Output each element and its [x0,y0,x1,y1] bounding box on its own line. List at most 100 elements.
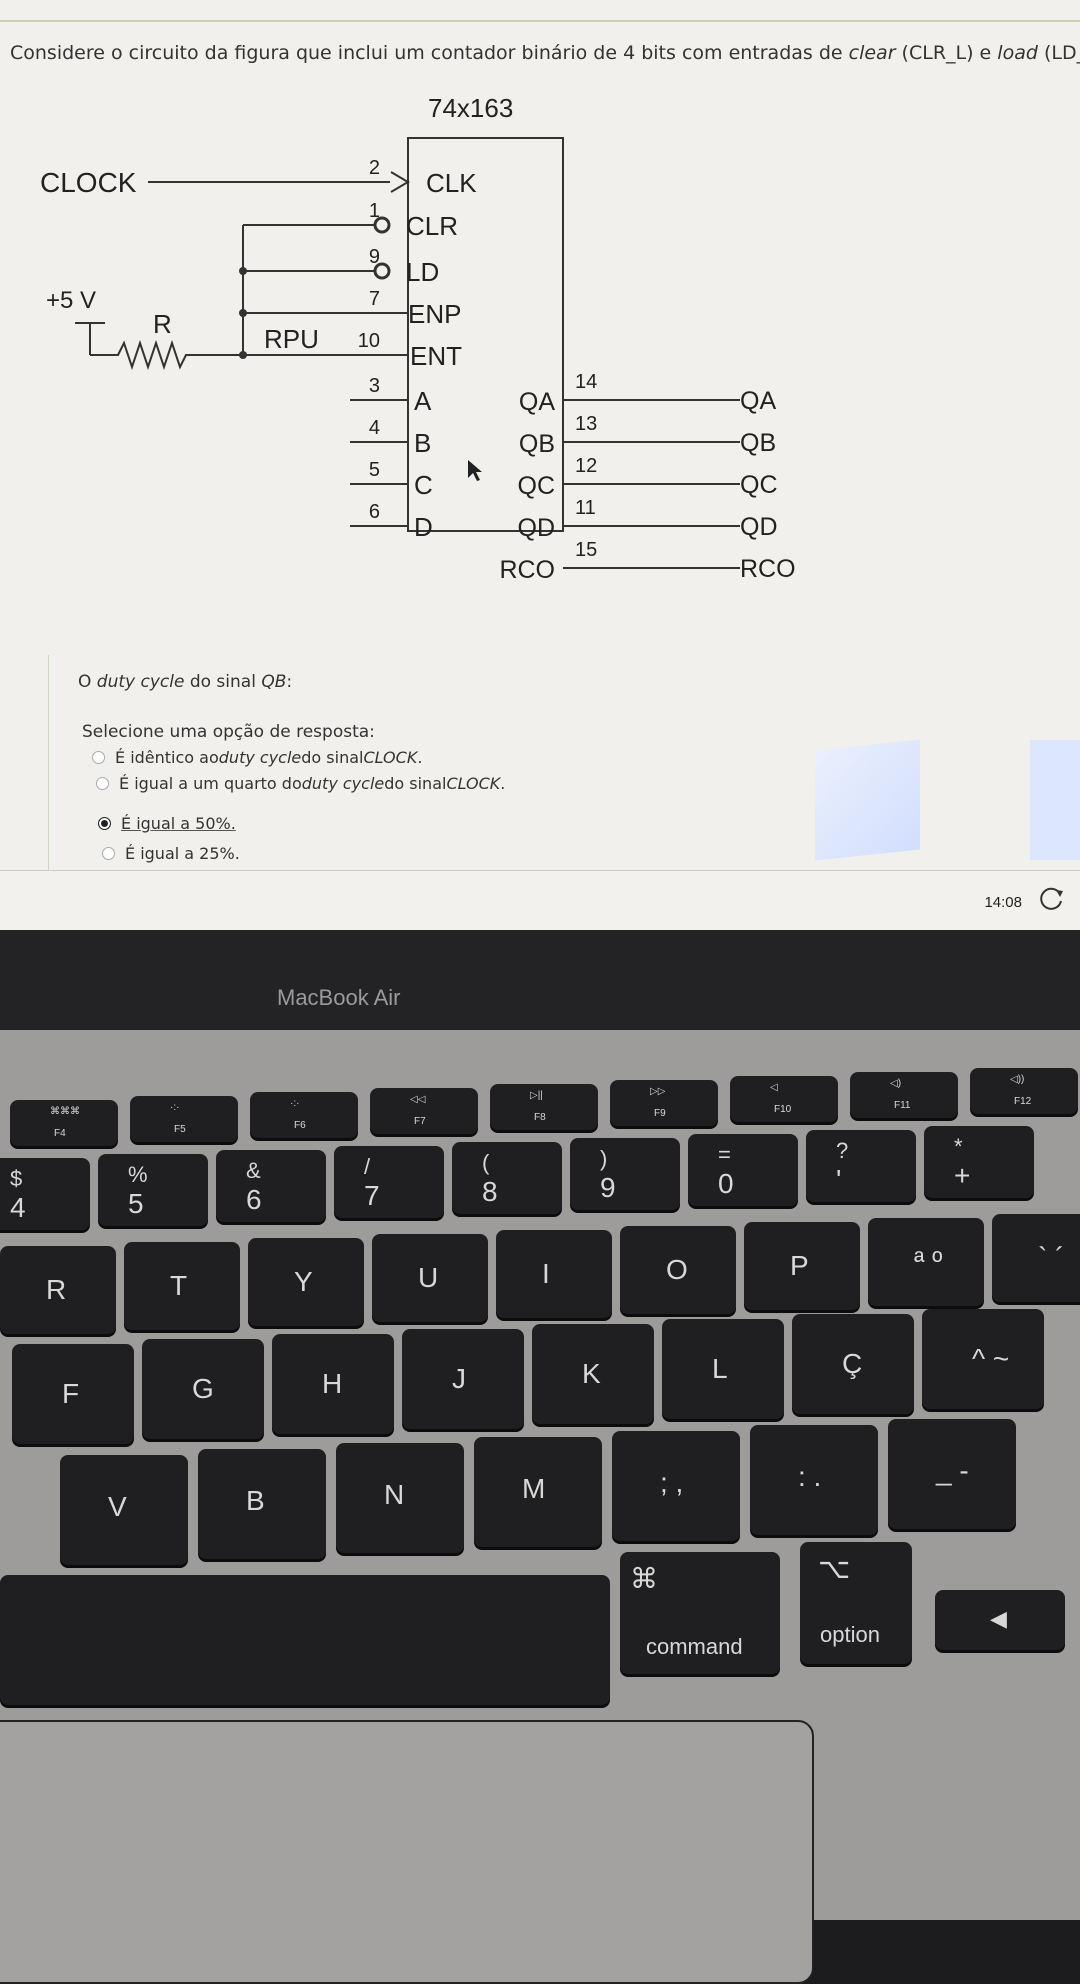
number-key-4[interactable]: (8 [452,1142,562,1214]
pin-name-qc: QC [518,472,556,500]
number-key-2[interactable]: &6 [216,1150,326,1222]
resistor [90,339,255,371]
pin-number: 10 [358,330,380,352]
clk-triangle [390,171,410,193]
key-label: _ - [936,1455,969,1486]
letter-key-a-6[interactable]: Ç [792,1314,914,1414]
key-label: F10 [774,1104,792,1115]
key-label: B [246,1485,265,1516]
letter-key-a-2[interactable]: H [272,1334,394,1434]
number-key-8[interactable]: *+ [924,1126,1034,1198]
space-bar[interactable] [0,1575,610,1705]
pin-name-qd: QD [518,514,556,542]
letter-key-a-1[interactable]: G [142,1339,264,1439]
letter-key-a-5[interactable]: L [662,1319,784,1419]
function-key-f12[interactable]: ◁)) F12 [970,1068,1078,1114]
letter-key-a-4[interactable]: K [532,1324,654,1424]
pin-number: 6 [369,501,380,523]
question-text: Considere o circuito da figura que inclu… [10,42,1080,64]
radio-button[interactable] [96,777,109,790]
letter-key-z-1[interactable]: B [198,1449,326,1559]
letter-key-a-0[interactable]: F [12,1344,134,1444]
pin-name-c: C [414,470,433,500]
function-key-f6[interactable]: ·:·F6 [250,1092,358,1138]
arrow-left-key[interactable]: ◀ [935,1590,1065,1650]
key-label: 6 [246,1184,262,1215]
pin-name-qa: QA [519,388,555,416]
key-label: O [666,1254,688,1285]
key-label: Y [294,1266,313,1297]
number-key-7[interactable]: ?' [806,1130,916,1202]
function-key-f11[interactable]: ◁)F11 [850,1072,958,1118]
number-key-6[interactable]: =0 [688,1134,798,1206]
status-bar [0,870,1080,930]
function-key-f7[interactable]: ◁◁F7 [370,1088,478,1134]
function-key-f8[interactable]: ▷||F8 [490,1084,598,1130]
letter-key-4[interactable]: I [496,1230,612,1318]
trackpad[interactable] [0,1720,814,1984]
letter-key-8[interactable]: ` ´ [992,1214,1080,1302]
letter-key-a-3[interactable]: J [402,1329,524,1429]
key-label: + [954,1160,971,1191]
key-label: F12 [1014,1096,1032,1107]
pin-name-rco: RCO [499,556,555,584]
letter-key-3[interactable]: U [372,1234,488,1322]
letter-key-6[interactable]: P [744,1222,860,1310]
key-label: Ç [842,1348,863,1379]
pin-number: 3 [369,375,380,397]
answer-option-2[interactable]: É igual a um quarto do duty cycle do sin… [96,774,505,793]
key-label: F [62,1378,80,1409]
key-label: : . [798,1461,822,1492]
letter-key-7[interactable]: ª º [868,1218,984,1306]
pin-number: 7 [369,288,380,310]
number-key-1[interactable]: %5 [98,1154,208,1226]
letter-key-z-3[interactable]: M [474,1437,602,1547]
letter-key-z-6[interactable]: _ - [888,1419,1016,1529]
key-label: / [364,1154,371,1179]
letter-key-2[interactable]: Y [248,1238,364,1326]
screen-glare [815,739,920,861]
laptop-model-label: MacBook Air [277,985,401,1010]
key-label: F5 [174,1124,186,1135]
command-key[interactable]: ⌘command [620,1552,780,1674]
answer-option-4[interactable]: É igual a 25%. [102,844,240,863]
number-key-5[interactable]: )9 [570,1138,680,1210]
key-label: F4 [54,1128,66,1139]
function-key-f9[interactable]: ▷▷F9 [610,1080,718,1126]
media-icon: ◁◁ [410,1094,426,1105]
letter-key-z-0[interactable]: V [60,1455,188,1565]
letter-key-z-4[interactable]: ; , [612,1431,740,1541]
letter-key-0[interactable]: R [0,1246,116,1334]
key-label: * [954,1134,963,1159]
supply-label: +5 V [46,287,96,314]
number-key-3[interactable]: /7 [334,1146,444,1218]
letter-key-5[interactable]: O [620,1226,736,1314]
answer-option-1[interactable]: É idêntico ao duty cycle do sinal CLOCK. [92,748,422,767]
key-label: ( [482,1150,490,1175]
key-label: U [418,1262,439,1293]
key-label: 9 [600,1172,616,1203]
letter-key-z-2[interactable]: N [336,1443,464,1553]
radio-button-selected[interactable] [98,817,111,830]
clock-time: 14:08 [984,894,1022,911]
key-label: ^ ~ [972,1343,1010,1374]
function-key-f5[interactable]: ·:·F5 [130,1096,238,1142]
laptop-bezel [0,930,1080,1040]
letter-key-1[interactable]: T [124,1242,240,1330]
answer-option-3[interactable]: É igual a 50%. [98,814,236,833]
function-key-f4[interactable]: ⌘⌘⌘F4 [10,1100,118,1146]
radio-button[interactable] [92,751,105,764]
function-key-f10[interactable]: ◁F10 [730,1076,838,1122]
reload-icon[interactable] [1036,884,1066,914]
output-label-qc: QC [740,471,778,499]
letter-key-z-5[interactable]: : . [750,1425,878,1535]
radio-button[interactable] [102,847,115,860]
letter-key-a-7[interactable]: ^ ~ [922,1309,1044,1409]
option-key[interactable]: ⌥option [800,1542,912,1664]
pin-number: 4 [369,417,380,439]
media-icon: ◁)) [1010,1074,1025,1085]
pin-number: 9 [369,246,380,268]
ld-bubble [373,262,391,280]
number-key-0[interactable]: $4 [0,1158,90,1230]
